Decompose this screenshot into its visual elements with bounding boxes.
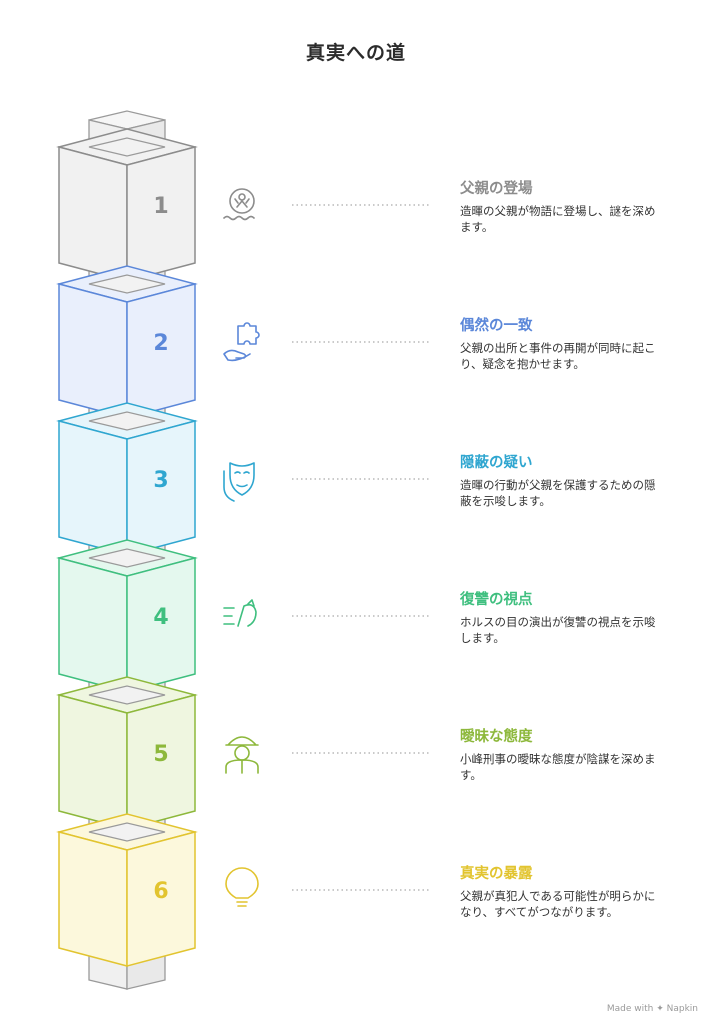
step-number: 3: [153, 468, 168, 493]
step-title: 曖昧な態度: [460, 729, 533, 745]
step-description: 父親の出所と事件の再開が同時に起こり、疑念を抱かせます。: [460, 341, 656, 371]
step-number: 6: [153, 879, 168, 904]
step-block-1: 1: [56, 128, 198, 282]
step-number: 2: [153, 331, 168, 356]
detective-icon: [225, 736, 259, 774]
eye-of-horus-icon: [223, 599, 257, 627]
tower: 1 2 3 4 5 6: [56, 110, 198, 990]
step-description: ホルスの目の演出が復讐の視点を示唆します。: [460, 615, 656, 645]
step-number: 4: [153, 605, 168, 630]
step-block-2: 2: [56, 265, 198, 419]
footer-credit: Made with ✦ Napkin: [606, 1004, 698, 1014]
step-title: 復讐の視点: [460, 592, 533, 608]
step-title: 偶然の一致: [460, 318, 533, 334]
step-number: 1: [153, 194, 168, 219]
step-description: 小峰刑事の曖昧な態度が陰謀を深めます。: [460, 752, 656, 782]
step-block-3: 3: [56, 402, 198, 556]
step-description: 造暉の行動が父親を保護するための隠蔽を示唆します。: [460, 478, 656, 508]
step-title: 真実の暴露: [460, 866, 533, 882]
lightbulb-icon: [225, 867, 259, 907]
step-block-5: 5: [56, 676, 198, 830]
step-title: 隠蔽の疑い: [460, 455, 533, 471]
mask-icon: [223, 462, 255, 502]
hand-puzzle-icon: [223, 322, 260, 362]
person-in-water-icon: [223, 188, 255, 221]
step-block-4: 4: [56, 539, 198, 693]
step-rows: [223, 188, 430, 907]
step-description: 父親が真犯人である可能性が明らかになり、すべてがつながります。: [460, 889, 656, 919]
step-number: 5: [153, 742, 168, 767]
step-title: 父親の登場: [460, 181, 533, 197]
step-block-6: 6: [56, 813, 198, 967]
step-description: 造暉の父親が物語に登場し、謎を深めます。: [460, 204, 656, 234]
diagram-title: 真実への道: [305, 42, 406, 64]
